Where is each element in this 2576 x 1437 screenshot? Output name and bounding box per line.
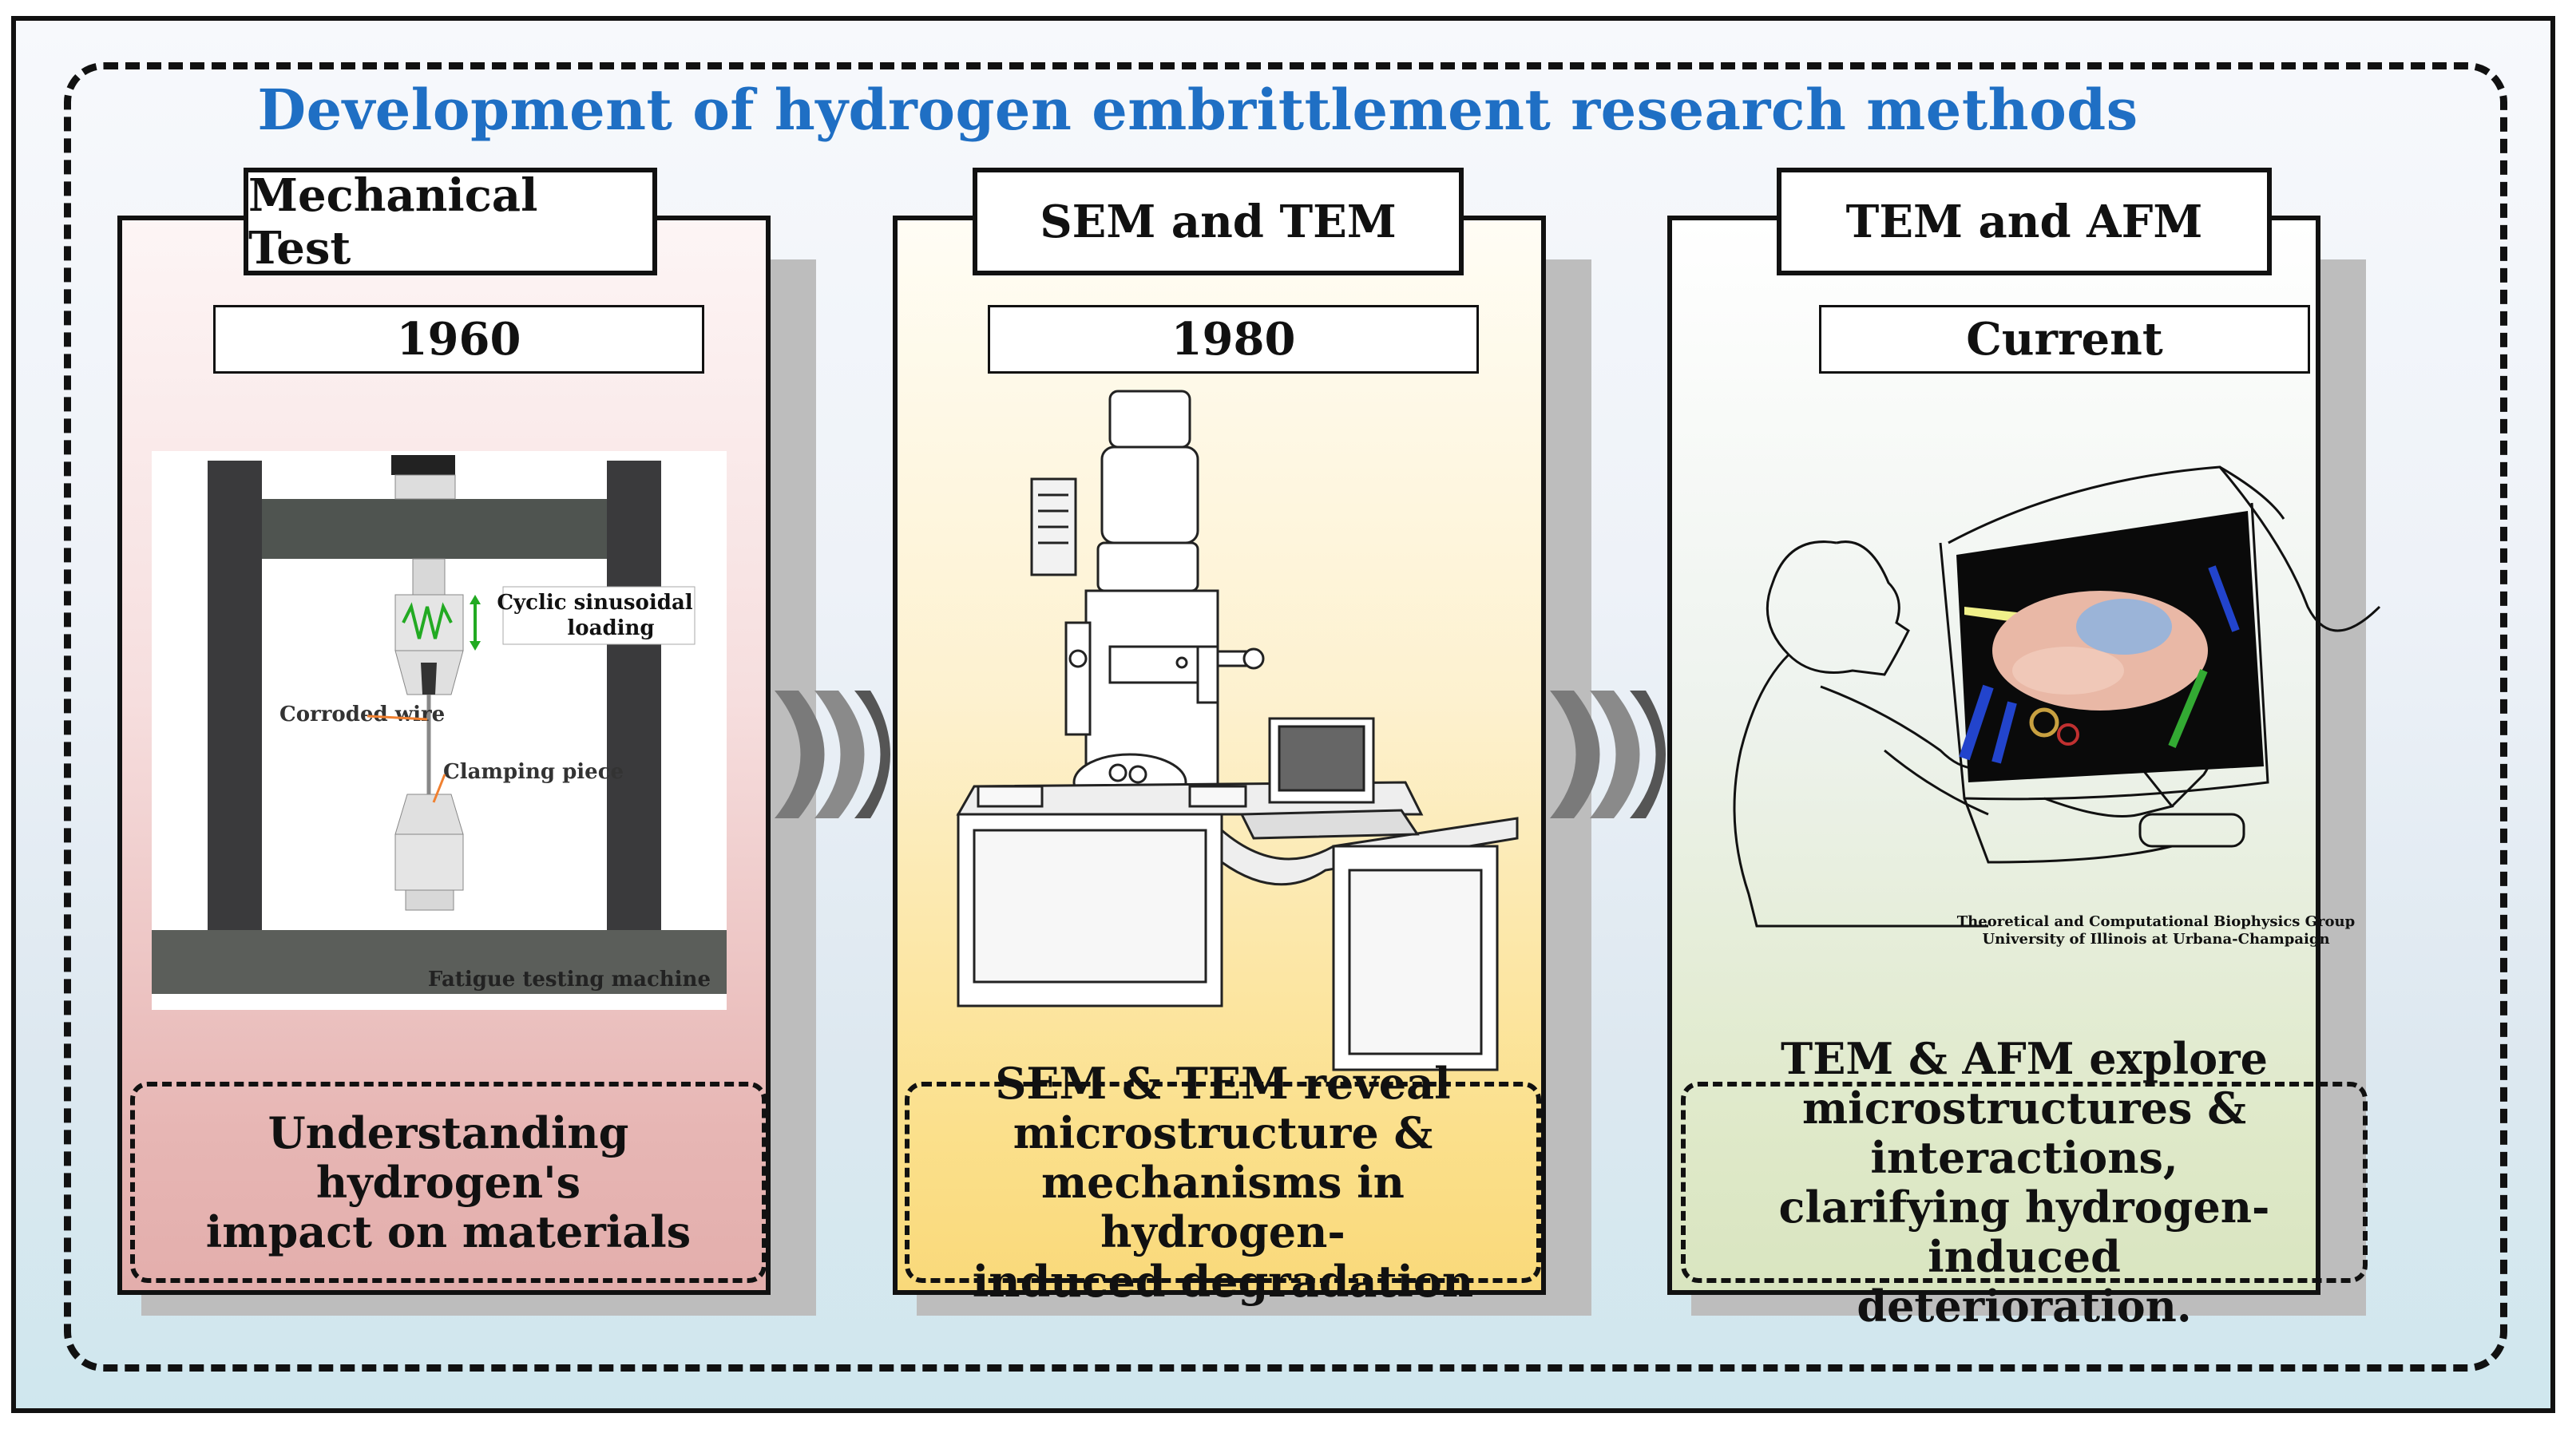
description-line: mechanisms in hydrogen- — [1041, 1157, 1405, 1257]
description-line: microstructure & — [1013, 1107, 1433, 1158]
electron-microscope-illustration — [956, 390, 1519, 1071]
description-line: microstructures & interactions, — [1802, 1083, 2246, 1183]
description-line: impact on materials — [205, 1206, 692, 1257]
description-mechanical-test: Understanding hydrogen's impact on mater… — [130, 1082, 767, 1283]
clamping-piece-label: Clamping piece — [443, 760, 624, 784]
loading-label-line2: loading — [567, 616, 654, 640]
panel-shadow — [1691, 1293, 2366, 1316]
panel-shadow — [2320, 259, 2366, 1313]
tensile-machine-illustration: Cyclic sinusoidal loading Corroded wire … — [152, 451, 727, 1010]
tab-mechanical-test: Mechanical Test — [244, 168, 657, 275]
diagram-title: Development of hydrogen embrittlement re… — [257, 77, 2138, 143]
credit-label: Theoretical and Computational Biophysics… — [1957, 913, 2355, 930]
chevron-arrow-icon — [775, 691, 890, 818]
dashed-border — [64, 62, 2507, 1372]
year-label-1980: 1980 — [988, 305, 1479, 374]
panel-shadow — [141, 1293, 816, 1316]
credit-label-line2: University of Illinois at Urbana-Champai… — [1982, 931, 2329, 948]
description-sem-tem: SEM & TEM reveal microstructure & mechan… — [905, 1059, 1541, 1306]
year-label-current: Current — [1819, 305, 2310, 374]
corroded-wire-label: Corroded wire — [279, 703, 445, 726]
description-line: deterioration. — [1857, 1281, 2192, 1332]
researcher-at-monitor-illustration: Theoretical and Computational Biophysics… — [1733, 465, 2381, 948]
machine-label: Fatigue testing machine — [428, 968, 711, 992]
panel-sem-tem — [893, 216, 1546, 1295]
year-label-1960: 1960 — [213, 305, 704, 374]
description-line: induced degradation — [972, 1256, 1474, 1307]
loading-label: Cyclic sinusoidal — [497, 591, 692, 615]
tab-tem-afm: TEM and AFM — [1777, 168, 2272, 275]
description-tem-afm: TEM & AFM explore microstructures & inte… — [1681, 1034, 2368, 1331]
description-line: SEM & TEM reveal — [995, 1058, 1451, 1109]
panel-shadow — [917, 1293, 1591, 1316]
description-line: clarifying hydrogen-induced — [1778, 1182, 2270, 1282]
chevron-arrow-icon — [1550, 691, 1666, 818]
tab-sem-tem: SEM and TEM — [973, 168, 1464, 275]
description-line: TEM & AFM explore — [1781, 1033, 2268, 1084]
description-line: Understanding hydrogen's — [268, 1107, 629, 1208]
